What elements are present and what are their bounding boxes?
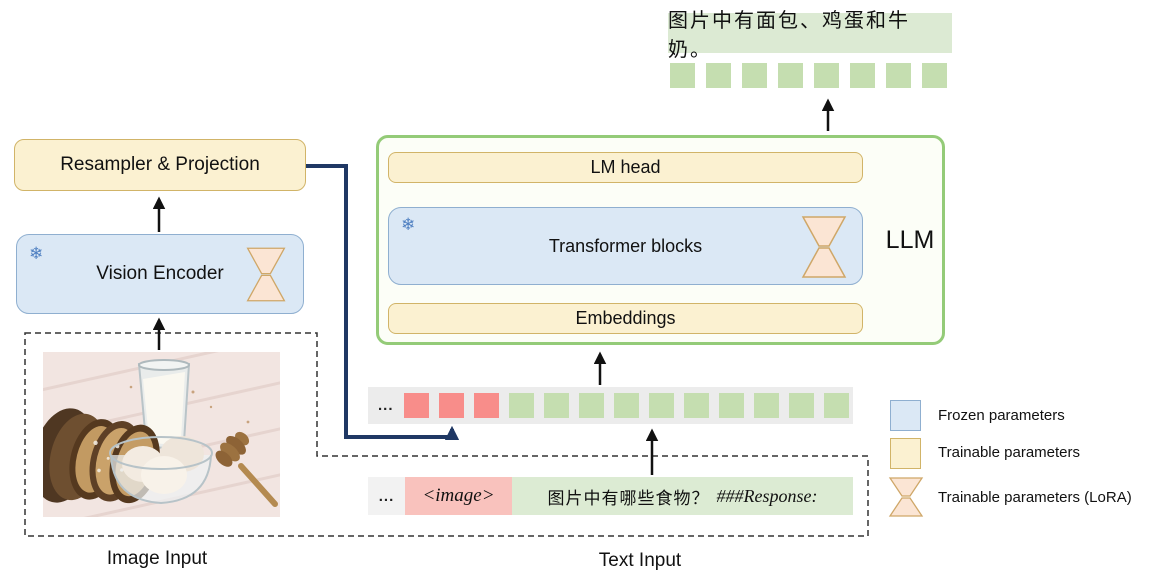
transformer-blocks-block: ❄ Transformer blocks — [388, 207, 863, 285]
prompt-segment: 图片中有哪些食物？ ###Response: — [512, 477, 853, 515]
lm-head-block: LM head — [388, 152, 863, 183]
milk-glass — [137, 359, 191, 449]
honey-dipper — [215, 431, 278, 507]
resampler-projection-block: Resampler & Projection — [14, 139, 306, 191]
token-square-green — [718, 393, 744, 418]
legend-trainable-swatch — [890, 438, 921, 469]
text-token-group — [508, 393, 849, 418]
legend-lora-hourglass-icon — [888, 477, 924, 517]
token-square-red — [473, 393, 499, 418]
text-input-ellipsis: ... — [368, 477, 405, 515]
prompt-response-marker: ###Response: — [716, 485, 818, 506]
image-placeholder-tag: <image> — [405, 477, 512, 515]
token-square-green — [886, 63, 911, 88]
token-ellipsis: ... — [378, 397, 394, 414]
legend-frozen-swatch — [890, 400, 921, 431]
token-square-green — [922, 63, 947, 88]
token-square-green — [683, 393, 709, 418]
token-sequence-bar: ... — [368, 387, 853, 424]
image-input-caption: Image Input — [106, 548, 208, 569]
lora-hourglass-icon — [246, 247, 286, 302]
embeddings-block: Embeddings — [388, 303, 863, 334]
token-square-green — [648, 393, 674, 418]
llm-label: LLM — [885, 226, 935, 254]
token-square-green — [850, 63, 875, 88]
output-text: 图片中有面包、鸡蛋和牛奶。 — [668, 8, 952, 61]
transformer-blocks-label: Transformer blocks — [548, 235, 703, 256]
token-square-green — [778, 63, 803, 88]
token-square-green — [670, 63, 695, 88]
prompt-text-zh: 图片中有哪些食物？ — [547, 488, 710, 509]
token-square-green — [613, 393, 639, 418]
legend-frozen-label: Frozen parameters — [938, 407, 1065, 424]
snowflake-icon: ❄ — [401, 215, 416, 234]
output-token-row — [670, 63, 947, 88]
token-square-red — [438, 393, 464, 418]
token-square-green — [508, 393, 534, 418]
vision-encoder-block: ❄ Vision Encoder — [16, 234, 304, 314]
text-input-bar: ... <image> 图片中有哪些食物？ ###Response: — [368, 477, 853, 515]
snowflake-icon: ❄ — [29, 244, 44, 263]
token-square-green — [814, 63, 839, 88]
token-square-green — [823, 393, 849, 418]
food-photo-image — [43, 352, 280, 517]
lora-hourglass-icon — [801, 216, 847, 278]
legend-trainable-label: Trainable parameters — [938, 444, 1081, 461]
token-square-green — [753, 393, 779, 418]
token-square-red — [403, 393, 429, 418]
token-square-green — [578, 393, 604, 418]
text-input-caption: Text Input — [598, 550, 682, 571]
token-square-green — [543, 393, 569, 418]
token-square-green — [706, 63, 731, 88]
vision-encoder-label: Vision Encoder — [96, 263, 224, 284]
legend-lora-label: Trainable parameters (LoRA) — [938, 489, 1132, 506]
token-square-green — [742, 63, 767, 88]
egg-bowl — [109, 436, 213, 505]
image-token-group — [403, 393, 499, 418]
token-square-green — [788, 393, 814, 418]
